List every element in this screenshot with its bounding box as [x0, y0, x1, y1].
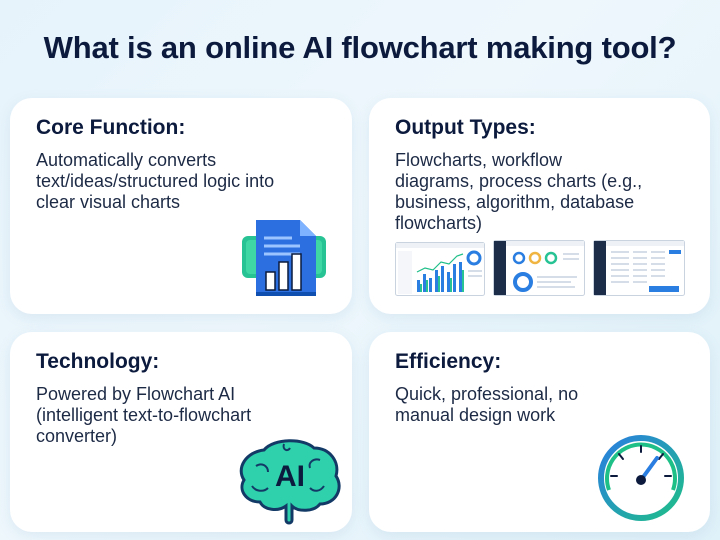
- card-heading: Efficiency:: [395, 350, 502, 373]
- card-output-types: Output Types: Flowcharts, workflow diagr…: [369, 98, 710, 314]
- document-chart-icon: [242, 220, 326, 296]
- dashboard-thumbnail-table: [593, 240, 685, 296]
- card-text: Flowcharts, workflow diagrams, process c…: [395, 150, 643, 233]
- card-efficiency: Efficiency: Quick, professional, no manu…: [369, 332, 710, 532]
- card-technology: Technology: Powered by Flowchart AI (int…: [10, 332, 352, 532]
- card-heading: Core Function:: [36, 116, 186, 139]
- card-core-function: Core Function: Automatically converts te…: [10, 98, 352, 314]
- card-heading: Technology:: [36, 350, 160, 373]
- page-title: What is an online AI flowchart making to…: [43, 30, 677, 65]
- ai-brain-icon: AI: [239, 439, 341, 525]
- card-text: Powered by Flowchart AI (intelligent tex…: [36, 384, 252, 446]
- speedometer-icon: [598, 435, 684, 521]
- dashboard-thumbnail-donuts: [493, 240, 585, 296]
- dashboard-thumbnail-bar-chart: [395, 242, 485, 296]
- card-text: Quick, professional, no manual design wo…: [395, 384, 579, 425]
- card-heading: Output Types:: [395, 116, 536, 139]
- ai-brain-label: AI: [275, 460, 305, 493]
- card-text: Automatically converts text/ideas/struct…: [36, 150, 275, 212]
